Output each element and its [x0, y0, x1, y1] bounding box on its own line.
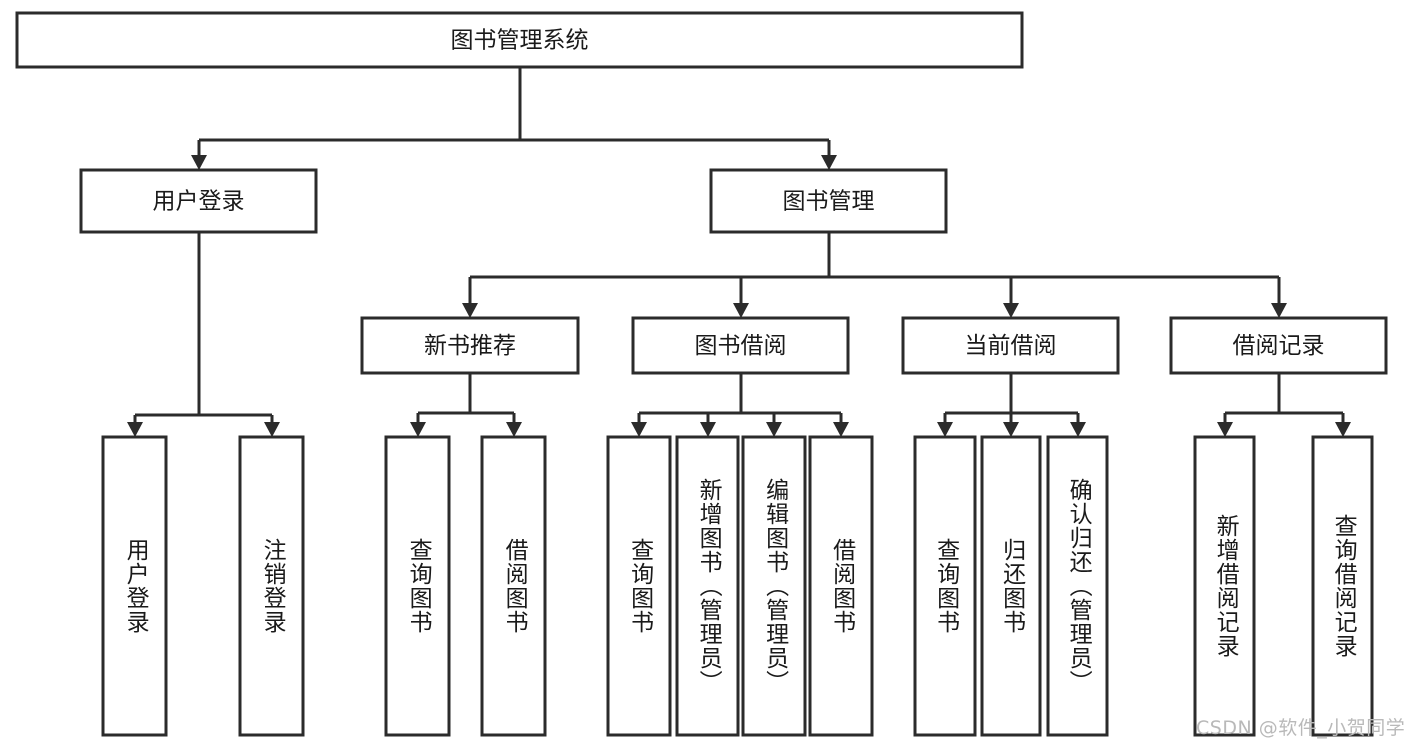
edge-group-n3b: [631, 373, 849, 437]
node-图书管理-n2b[interactable]: 图书管理: [709, 168, 948, 234]
watermark-text: CSDN @软件_小贺同学: [1196, 717, 1405, 739]
node-借阅记录-n3d[interactable]: 借阅记录: [1169, 316, 1388, 375]
node-当前借阅-n3c[interactable]: 当前借阅: [901, 316, 1120, 375]
node-box[interactable]: [1046, 435, 1109, 737]
node-box[interactable]: [901, 316, 1120, 375]
node-box[interactable]: [913, 435, 977, 737]
node-box[interactable]: [631, 316, 850, 375]
edge-group-n3a: [410, 373, 522, 437]
node-label: 图书借阅: [695, 333, 787, 359]
edge-group-n2a: [127, 232, 280, 437]
node-归还图书-l10[interactable]: [980, 435, 1042, 737]
node-label: 借阅记录: [1233, 333, 1325, 359]
node-label: 用户登录: [153, 189, 245, 215]
node-新增借阅记录-l12[interactable]: [1193, 435, 1256, 737]
edge-group-n3c: [937, 373, 1086, 437]
node-box[interactable]: [360, 316, 580, 375]
node-查询图书-l3[interactable]: [384, 435, 451, 737]
node-用户登录-n2a[interactable]: 用户登录: [79, 168, 318, 234]
node-借阅图书-l4[interactable]: [480, 435, 547, 737]
node-label: 新书推荐: [424, 333, 516, 359]
node-新增图书管理员-l6[interactable]: [675, 435, 740, 737]
node-查询借阅记录-l13[interactable]: [1311, 435, 1374, 737]
node-图书借阅-n3b[interactable]: 图书借阅: [631, 316, 850, 375]
node-图书管理系统-root[interactable]: 图书管理系统: [15, 11, 1024, 69]
edge-group-n2b: [462, 232, 1287, 318]
node-box[interactable]: [606, 435, 672, 737]
node-box[interactable]: [808, 435, 874, 737]
node-查询图书-l5[interactable]: [606, 435, 672, 737]
node-编辑图书管理员-l7[interactable]: [741, 435, 807, 737]
edge-layer: [127, 67, 1351, 437]
node-box[interactable]: [741, 435, 807, 737]
node-box[interactable]: [101, 435, 168, 737]
node-box[interactable]: [709, 168, 948, 234]
node-用户登录-l1[interactable]: [101, 435, 168, 737]
node-label: 当前借阅: [965, 333, 1057, 359]
node-新书推荐-n3a[interactable]: 新书推荐: [360, 316, 580, 375]
node-label: 图书管理系统: [451, 28, 589, 54]
node-label: 图书管理: [783, 189, 875, 215]
node-box[interactable]: [79, 168, 318, 234]
node-借阅图书-l8[interactable]: [808, 435, 874, 737]
node-box[interactable]: [1169, 316, 1388, 375]
node-注销登录-l2[interactable]: [238, 435, 305, 737]
node-box[interactable]: [675, 435, 740, 737]
node-确认归还管理员-l11[interactable]: [1046, 435, 1109, 737]
edge-group-n3d: [1217, 373, 1351, 437]
node-box[interactable]: [980, 435, 1042, 737]
node-查询图书-l9[interactable]: [913, 435, 977, 737]
node-box[interactable]: [384, 435, 451, 737]
node-box[interactable]: [480, 435, 547, 737]
node-box[interactable]: [1193, 435, 1256, 737]
edge-group-root: [191, 67, 837, 170]
node-box[interactable]: [15, 11, 1024, 69]
node-box[interactable]: [238, 435, 305, 737]
node-box[interactable]: [1311, 435, 1374, 737]
